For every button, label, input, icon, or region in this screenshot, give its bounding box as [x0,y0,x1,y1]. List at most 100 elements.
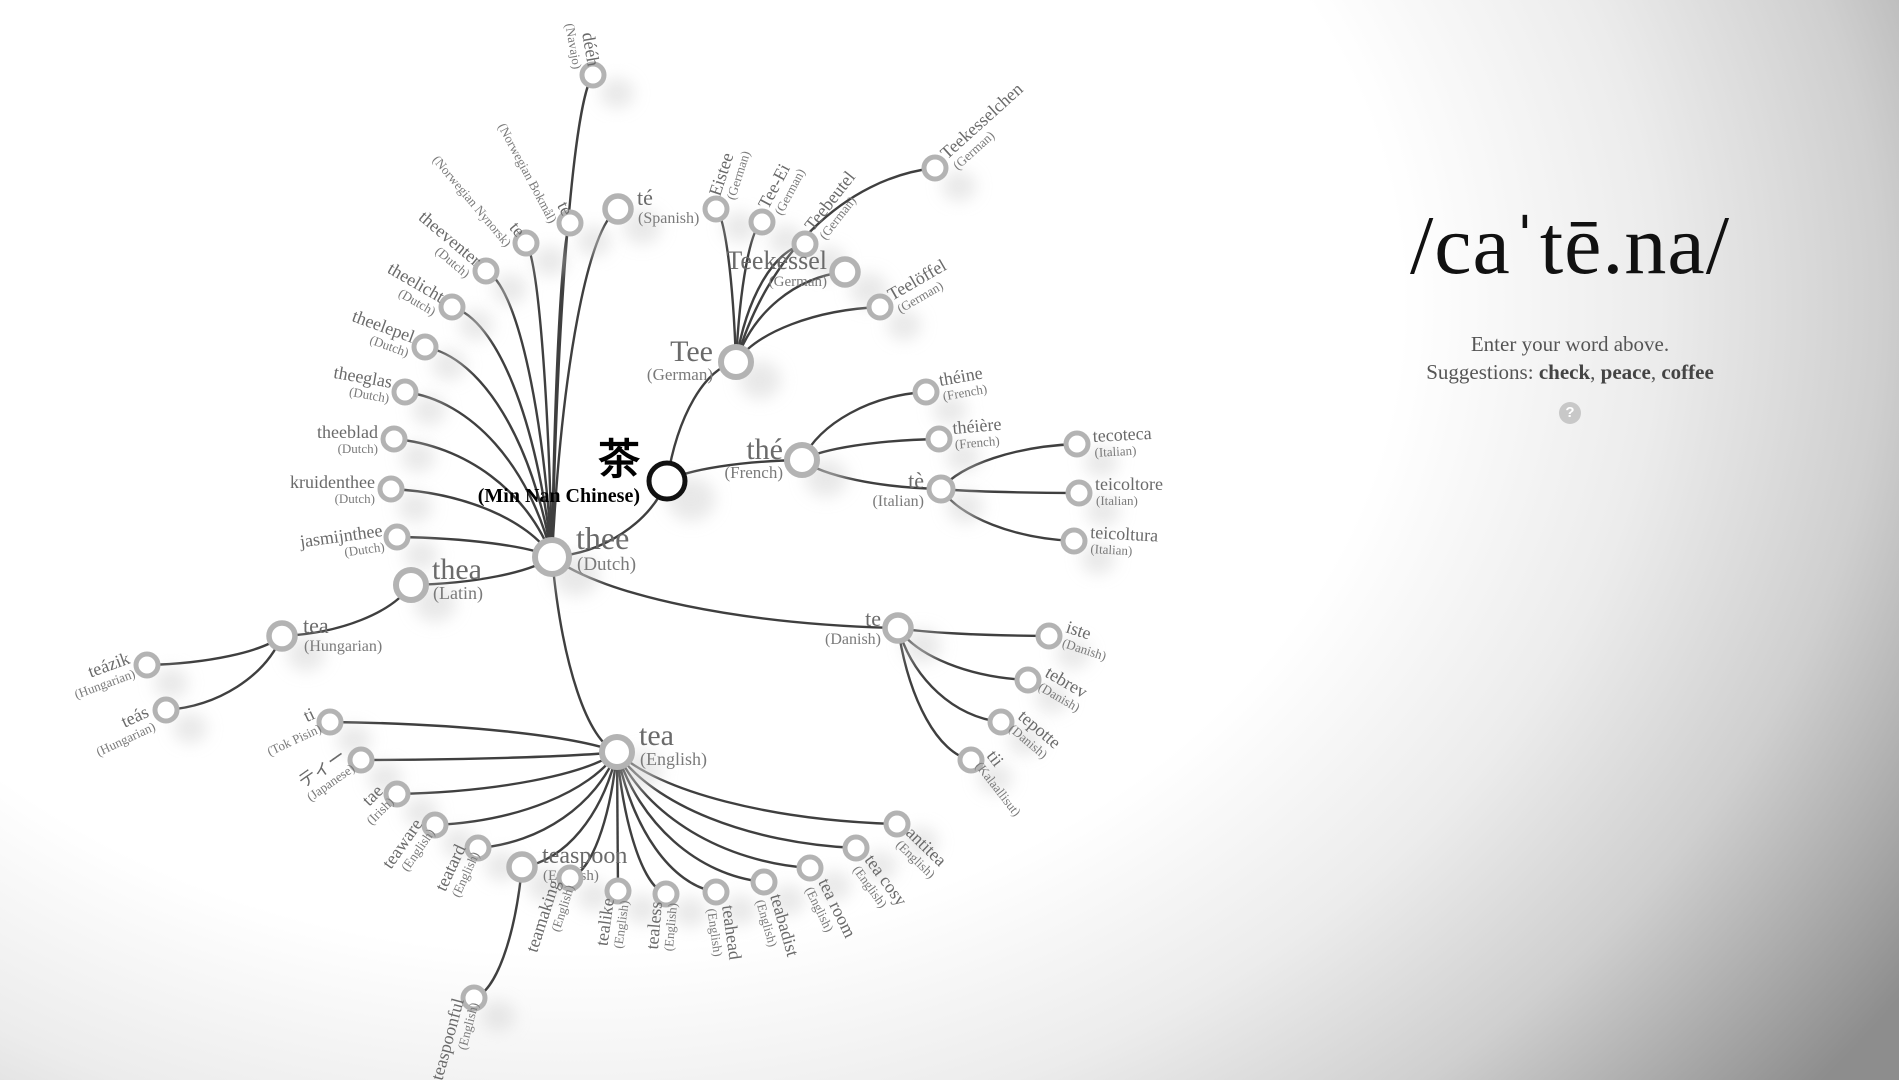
node-circle[interactable] [925,425,953,453]
node-circle[interactable] [1060,527,1088,555]
help-icon[interactable]: ? [1559,402,1581,425]
node-circle[interactable] [579,61,607,89]
node-circle[interactable] [506,851,538,883]
suggestion-check[interactable]: check [1538,360,1591,385]
node-circle[interactable] [912,378,940,406]
word-node-teaspoon[interactable]: teaspoon(English) [506,843,627,884]
node-circle[interactable] [866,293,894,321]
word-node-teicoltore[interactable]: teicoltore(Italian) [1065,474,1163,508]
node-circle[interactable] [532,537,572,577]
node-shadow [946,442,980,472]
node-circle[interactable] [987,708,1015,736]
word-node-teekesselchen[interactable]: Teekesselchen(German) [921,79,1036,182]
node-circle[interactable] [464,834,492,862]
node-circle[interactable] [1035,622,1063,650]
word-node-teeei[interactable]: Tee-Ei(German) [748,157,808,236]
node-circle[interactable] [391,378,419,406]
node-circle[interactable] [829,256,861,288]
node-circle[interactable] [556,864,584,892]
node-language: (Dutch) [338,441,378,456]
node-circle[interactable] [791,230,819,258]
word-node-jasmijnthee[interactable]: jasmijnthee(Dutch) [298,520,411,565]
node-circle[interactable] [556,209,584,237]
node-circle[interactable] [383,523,411,551]
node-circle[interactable] [472,257,500,285]
word-node-theelicht[interactable]: theelicht(Dutch) [377,258,466,321]
node-circle[interactable] [460,984,488,1012]
node-circle[interactable] [718,344,754,380]
word-node-tee_de[interactable]: Tee(German) [647,335,754,384]
word-node-tae[interactable]: tae(Irish) [350,780,411,828]
node-circle[interactable] [882,612,914,644]
word-node-teatard[interactable]: teatard(English) [431,834,492,900]
node-circle[interactable] [411,333,439,361]
root-node[interactable]: 茶(Min Nan Chinese) [478,437,688,507]
node-circle[interactable] [604,877,632,905]
node-label: theelepel(Dutch) [350,306,418,360]
word-node-teahead[interactable]: teahead(English) [702,878,745,963]
word-node-teaware[interactable]: teaware(English) [378,811,449,880]
node-circle[interactable] [380,425,408,453]
word-node-teicoltura[interactable]: teicoltura(Italian) [1060,522,1159,560]
suggestion-peace[interactable]: peace [1600,360,1651,385]
word-node-teabadist[interactable]: teabadist(English) [750,868,803,962]
node-circle[interactable] [883,810,911,838]
root-node-circle[interactable] [646,460,688,502]
word-node-teekessel[interactable]: Teekessel(German) [726,246,861,290]
word-node-the_fr[interactable]: thé(French) [724,433,820,482]
node-circle[interactable] [1065,479,1093,507]
word-node-tea_hu[interactable]: tea(Hungarian) [266,613,382,655]
word-node-eistee[interactable]: Eistee(German) [702,143,753,223]
node-circle[interactable] [602,193,634,225]
word-node-te_nb[interactable]: te(Norwegian Bokmål) [495,112,584,237]
node-language: (Italian) [1096,493,1138,508]
node-circle[interactable] [702,195,730,223]
suggestion-coffee[interactable]: coffee [1661,360,1714,385]
node-circle[interactable] [393,567,429,603]
node-circle[interactable] [133,651,161,679]
word-node-tea_en[interactable]: tea(English) [599,719,707,770]
node-circle[interactable] [383,780,411,808]
node-circle[interactable] [599,734,635,770]
word-node-theiere[interactable]: théière(French) [925,414,1003,453]
node-circle[interactable] [266,620,298,652]
node-circle[interactable] [926,474,956,504]
word-node-theeglas[interactable]: theeglas(Dutch) [330,362,419,406]
node-circle[interactable] [1063,430,1091,458]
node-circle[interactable] [652,880,680,908]
word-node-teaspoonful[interactable]: teaspoonful(English) [427,984,488,1080]
word-node-theeblad[interactable]: theeblad(Dutch) [317,422,408,456]
node-circle[interactable] [316,708,344,736]
node-circle[interactable] [842,834,870,862]
word-node-te_es[interactable]: té(Spanish) [602,185,699,227]
word-node-theelepel[interactable]: theelepel(Dutch) [345,306,439,361]
node-circle[interactable] [1014,666,1042,694]
node-circle[interactable] [512,229,540,257]
node-circle[interactable] [347,746,375,774]
word-node-kruidenthee[interactable]: kruidenthee(Dutch) [290,472,405,506]
word-node-thea[interactable]: thea(Latin) [393,553,483,604]
word-node-tealike[interactable]: tealike(English) [591,877,632,949]
word-node-teebeutel[interactable]: Teebeutel(German) [791,167,870,258]
word-node-theine[interactable]: théine(French) [912,362,988,406]
node-circle[interactable] [784,442,820,478]
word-node-teazik[interactable]: teázik(Hungarian) [66,648,161,702]
word-node-tealess[interactable]: tealess(English) [642,880,680,952]
node-circle[interactable] [921,154,949,182]
node-circle[interactable] [748,208,776,236]
word-node-deeh[interactable]: dééh(Navajo) [562,19,607,89]
word-node-thee[interactable]: thee(Dutch) [532,520,636,577]
node-circle[interactable] [377,475,405,503]
word-node-tecoteca[interactable]: tecoteca(Italian) [1063,423,1153,460]
node-circle[interactable] [957,746,985,774]
word-node-te_da[interactable]: te(Danish) [825,606,914,648]
node-circle[interactable] [702,878,730,906]
node-circle[interactable] [796,854,824,882]
word-node-tii[interactable]: tii(Kalaallisut) [957,746,1039,819]
word-node-te_it[interactable]: tè(Italian) [872,468,956,510]
node-circle[interactable] [152,696,180,724]
node-circle[interactable] [750,868,778,896]
node-circle[interactable] [421,811,449,839]
word-node-teas[interactable]: teás(Hungarian) [86,696,180,759]
node-circle[interactable] [438,293,466,321]
